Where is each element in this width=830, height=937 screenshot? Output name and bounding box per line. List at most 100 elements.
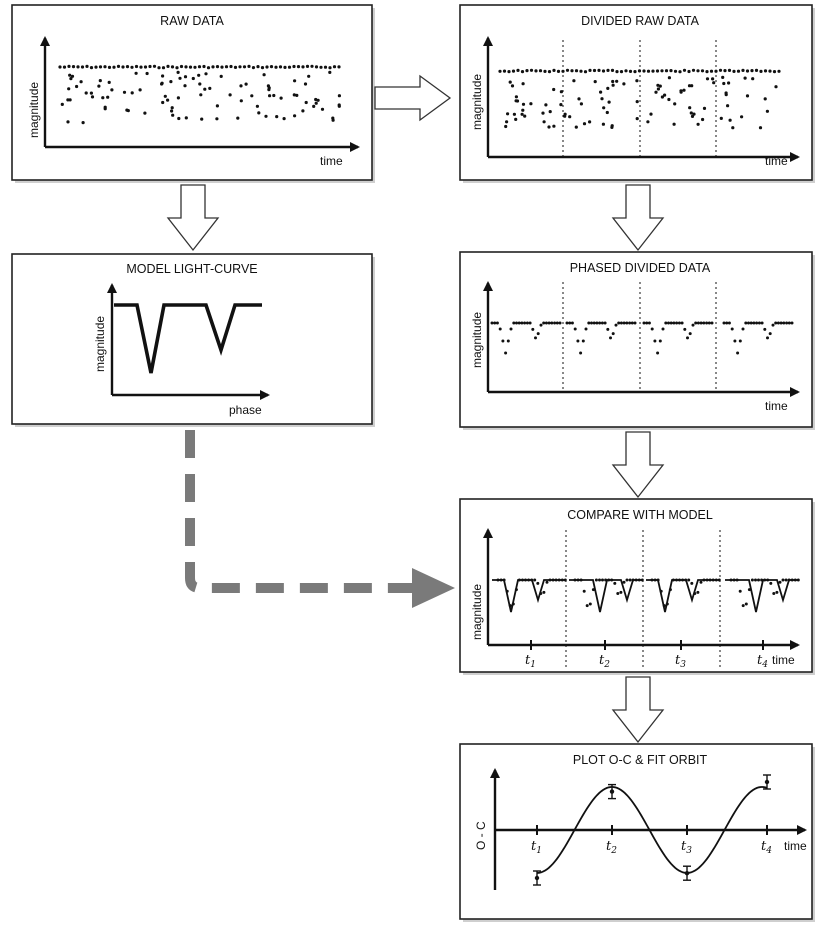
data-point <box>619 321 623 325</box>
flow-arrow-down-compare-to-oc <box>611 676 665 744</box>
data-point <box>548 578 552 582</box>
data-point <box>493 321 497 325</box>
data-point <box>647 321 651 325</box>
data-point <box>772 592 776 595</box>
data-point <box>66 98 70 102</box>
data-point <box>525 321 529 325</box>
data-point <box>594 578 598 582</box>
data-point <box>714 69 718 73</box>
data-point <box>305 64 310 68</box>
data-point <box>793 578 797 582</box>
data-point <box>729 578 733 582</box>
data-point <box>67 64 71 68</box>
data-point <box>178 76 182 80</box>
data-point <box>635 117 639 121</box>
data-point <box>582 122 587 126</box>
data-point <box>619 70 624 74</box>
data-point <box>183 84 187 88</box>
data-point <box>314 101 318 105</box>
data-point <box>757 321 761 325</box>
data-point <box>160 82 164 86</box>
data-point <box>76 65 80 69</box>
data-point <box>561 69 565 73</box>
data-point <box>650 327 654 331</box>
data-point <box>617 321 621 325</box>
data-point <box>601 578 604 582</box>
data-point <box>143 65 148 69</box>
data-point <box>745 94 750 98</box>
data-point <box>198 82 202 86</box>
data-point <box>573 327 577 331</box>
data-point <box>501 339 505 343</box>
data-point <box>754 68 759 72</box>
data-point <box>616 592 620 595</box>
data-point <box>75 84 79 89</box>
data-point <box>687 69 691 74</box>
data-point <box>337 104 341 108</box>
data-point <box>511 602 515 606</box>
data-point <box>744 602 748 606</box>
data-point <box>67 87 71 91</box>
data-point <box>269 65 274 69</box>
data-point <box>628 321 632 325</box>
data-point <box>534 69 538 73</box>
data-point <box>521 108 525 112</box>
data-point <box>768 332 772 336</box>
data-point <box>508 604 512 608</box>
data-point <box>745 69 750 73</box>
data-point <box>640 578 644 582</box>
data-point <box>576 339 580 343</box>
data-points <box>498 68 781 130</box>
data-point <box>504 351 508 355</box>
flow-arrow-down-raw-to-model <box>166 184 220 252</box>
data-point <box>244 82 248 86</box>
data-point <box>682 68 687 72</box>
data-point <box>635 100 639 104</box>
data-point <box>565 321 569 325</box>
data-point <box>563 114 567 118</box>
data-point <box>574 69 579 73</box>
data-point <box>544 103 548 107</box>
data-point <box>688 332 692 336</box>
data-point <box>736 351 740 355</box>
data-point <box>179 64 184 69</box>
data-point <box>527 578 531 582</box>
data-point <box>275 115 279 119</box>
data-point <box>771 323 775 327</box>
tick-label: t2 <box>606 839 617 856</box>
data-point <box>565 68 570 72</box>
panel-phased-divided-data: PHASED DIVIDED DATA magnitude time <box>459 251 815 430</box>
data-point <box>663 93 667 97</box>
data-point <box>89 66 94 70</box>
data-point <box>71 65 76 69</box>
data-point <box>559 103 563 107</box>
data-point <box>337 94 341 98</box>
x-axis-label: time <box>784 839 807 853</box>
data-point <box>774 321 778 325</box>
data-point <box>316 98 320 102</box>
data-point <box>563 578 567 582</box>
data-point <box>157 66 161 70</box>
model-overlay-curve <box>569 579 641 613</box>
data-point <box>726 104 730 108</box>
data-point <box>728 118 732 122</box>
data-point <box>177 116 181 121</box>
data-point <box>517 321 521 325</box>
data-point <box>724 91 728 95</box>
data-point <box>106 95 110 99</box>
data-point <box>760 321 764 325</box>
data-point <box>310 64 314 68</box>
data-point <box>606 327 610 331</box>
oc-points <box>533 774 771 886</box>
data-point <box>170 109 174 113</box>
data-point <box>268 94 272 98</box>
data-point <box>642 321 646 325</box>
data-point <box>60 102 64 106</box>
data-point <box>112 65 116 69</box>
data-point <box>183 75 188 79</box>
data-point <box>161 66 166 70</box>
data-point <box>592 68 597 73</box>
data-point <box>498 69 502 73</box>
data-point <box>635 79 639 83</box>
data-point <box>588 68 592 72</box>
